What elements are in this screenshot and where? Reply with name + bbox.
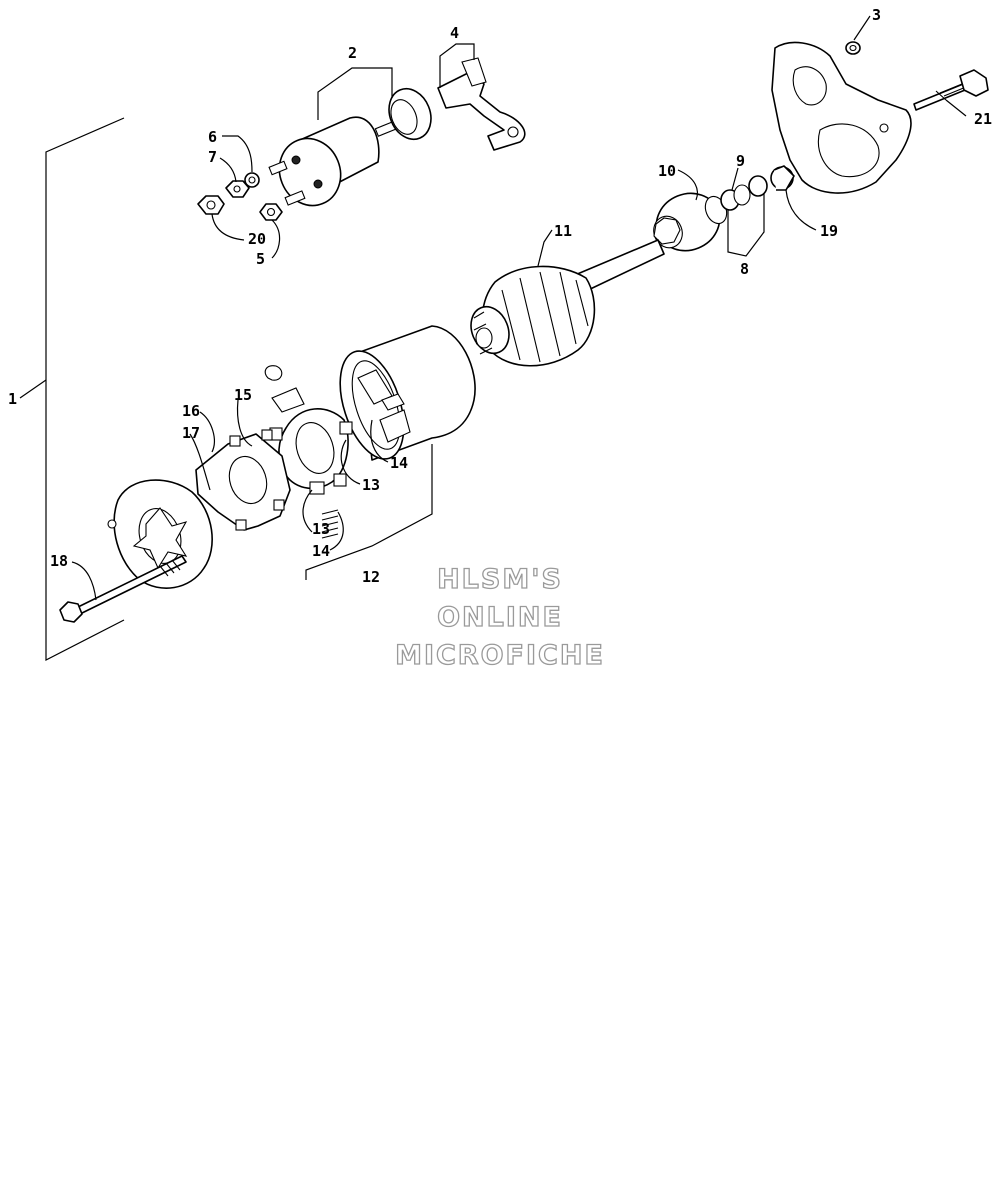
watermark: HLSM'S ONLINE MICROFICHE	[394, 563, 605, 671]
washer-3-part	[845, 41, 861, 55]
collar-19-part	[770, 165, 795, 191]
callout-7: 7	[208, 148, 217, 166]
yoke-part	[339, 325, 476, 461]
leader-lines	[71, 15, 967, 601]
pinion-clutch-part	[653, 192, 728, 252]
callout-14a: 14	[390, 454, 408, 472]
callout-21: 21	[974, 110, 992, 128]
callout-4: 4	[450, 24, 459, 42]
callout-16: 16	[182, 402, 200, 420]
nut-20-part	[197, 195, 225, 215]
stop-ring-part	[720, 175, 768, 211]
callout-5: 5	[256, 250, 265, 268]
solenoid-part	[268, 116, 402, 207]
callout-20: 20	[248, 230, 266, 248]
commutator-end-cover-part	[107, 479, 213, 589]
armature-part	[470, 239, 665, 367]
nut-7-part	[225, 180, 250, 198]
nut-5-part	[259, 203, 283, 221]
callout-12: 12	[362, 568, 380, 586]
through-bolt-part	[59, 555, 187, 623]
drive-end-housing-part	[771, 41, 912, 194]
callout-15: 15	[234, 386, 252, 404]
callout-9: 9	[736, 152, 745, 170]
callout-3: 3	[872, 6, 881, 24]
callout-14b: 14	[312, 542, 330, 560]
watermark-line-1: HLSM'S	[437, 564, 563, 595]
plunger-boot-part	[388, 87, 432, 141]
bolt-21-part	[913, 69, 989, 111]
callout-10: 10	[658, 162, 676, 180]
callout-11: 11	[554, 222, 572, 240]
callout-13a: 13	[362, 476, 380, 494]
callout-6: 6	[208, 128, 217, 146]
spring-13-part	[309, 481, 339, 539]
callout-labels: 1 2 3 4 5 6 7 8 9 10 11 12 13 13 14 14 1…	[8, 6, 992, 586]
insulator-plate-part	[195, 429, 291, 531]
callout-13b: 13	[312, 520, 330, 538]
brush-holder-part	[264, 365, 353, 490]
callout-1: 1	[8, 390, 17, 408]
callout-18: 18	[50, 552, 68, 570]
callout-17: 17	[182, 424, 200, 442]
callout-8: 8	[740, 260, 749, 278]
callout-2: 2	[348, 44, 357, 62]
callout-19: 19	[820, 222, 838, 240]
shift-lever-part	[437, 57, 526, 151]
watermark-line-3: MICROFICHE	[395, 640, 605, 671]
watermark-line-2: ONLINE	[437, 602, 563, 633]
washer-6-part	[244, 172, 260, 188]
assembly-bracket	[19, 117, 125, 661]
